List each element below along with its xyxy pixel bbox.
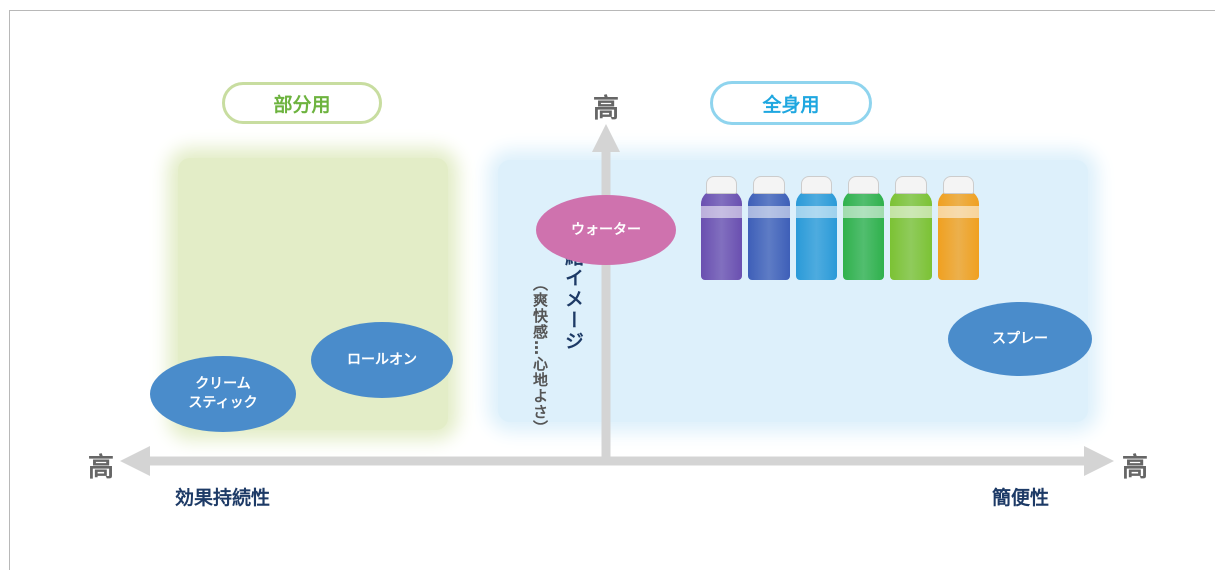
left-axis-arrow xyxy=(120,446,150,476)
convenience-label: 簡便性 xyxy=(992,487,1050,509)
bottle-6 xyxy=(937,176,980,280)
right-high-label: 高 xyxy=(1122,453,1149,483)
spray-label: スプレー xyxy=(992,330,1048,347)
product-bottles xyxy=(700,176,980,280)
emotional-image-sub-label: （爽快感…心地よさ） xyxy=(531,276,549,436)
cream-stick-ellipse: クリーム スティック xyxy=(150,356,296,432)
bottle-3 xyxy=(795,176,838,280)
roll-on-label: ロールオン xyxy=(347,351,417,368)
roll-on-ellipse: ロールオン xyxy=(311,322,453,398)
spray-ellipse: スプレー xyxy=(948,302,1092,376)
vertical-high-label: 高 xyxy=(593,94,620,124)
water-label: ウォーター xyxy=(571,221,641,238)
bottle-5 xyxy=(889,176,932,280)
partial-use-label: 部分用 xyxy=(222,82,382,124)
cream-label-line1: クリーム xyxy=(195,376,251,393)
cream-label-line2: スティック xyxy=(188,395,258,411)
bottle-2 xyxy=(747,176,790,280)
left-high-label: 高 xyxy=(88,453,115,483)
vertical-axis-arrow xyxy=(592,124,620,152)
bottle-4 xyxy=(842,176,885,280)
bottle-1 xyxy=(700,176,743,280)
effect-duration-label: 効果持続性 xyxy=(175,487,271,509)
full-body-label: 全身用 xyxy=(710,81,872,125)
water-ellipse: ウォーター xyxy=(536,195,676,265)
frame xyxy=(9,10,1215,570)
right-axis-arrow xyxy=(1084,446,1114,476)
